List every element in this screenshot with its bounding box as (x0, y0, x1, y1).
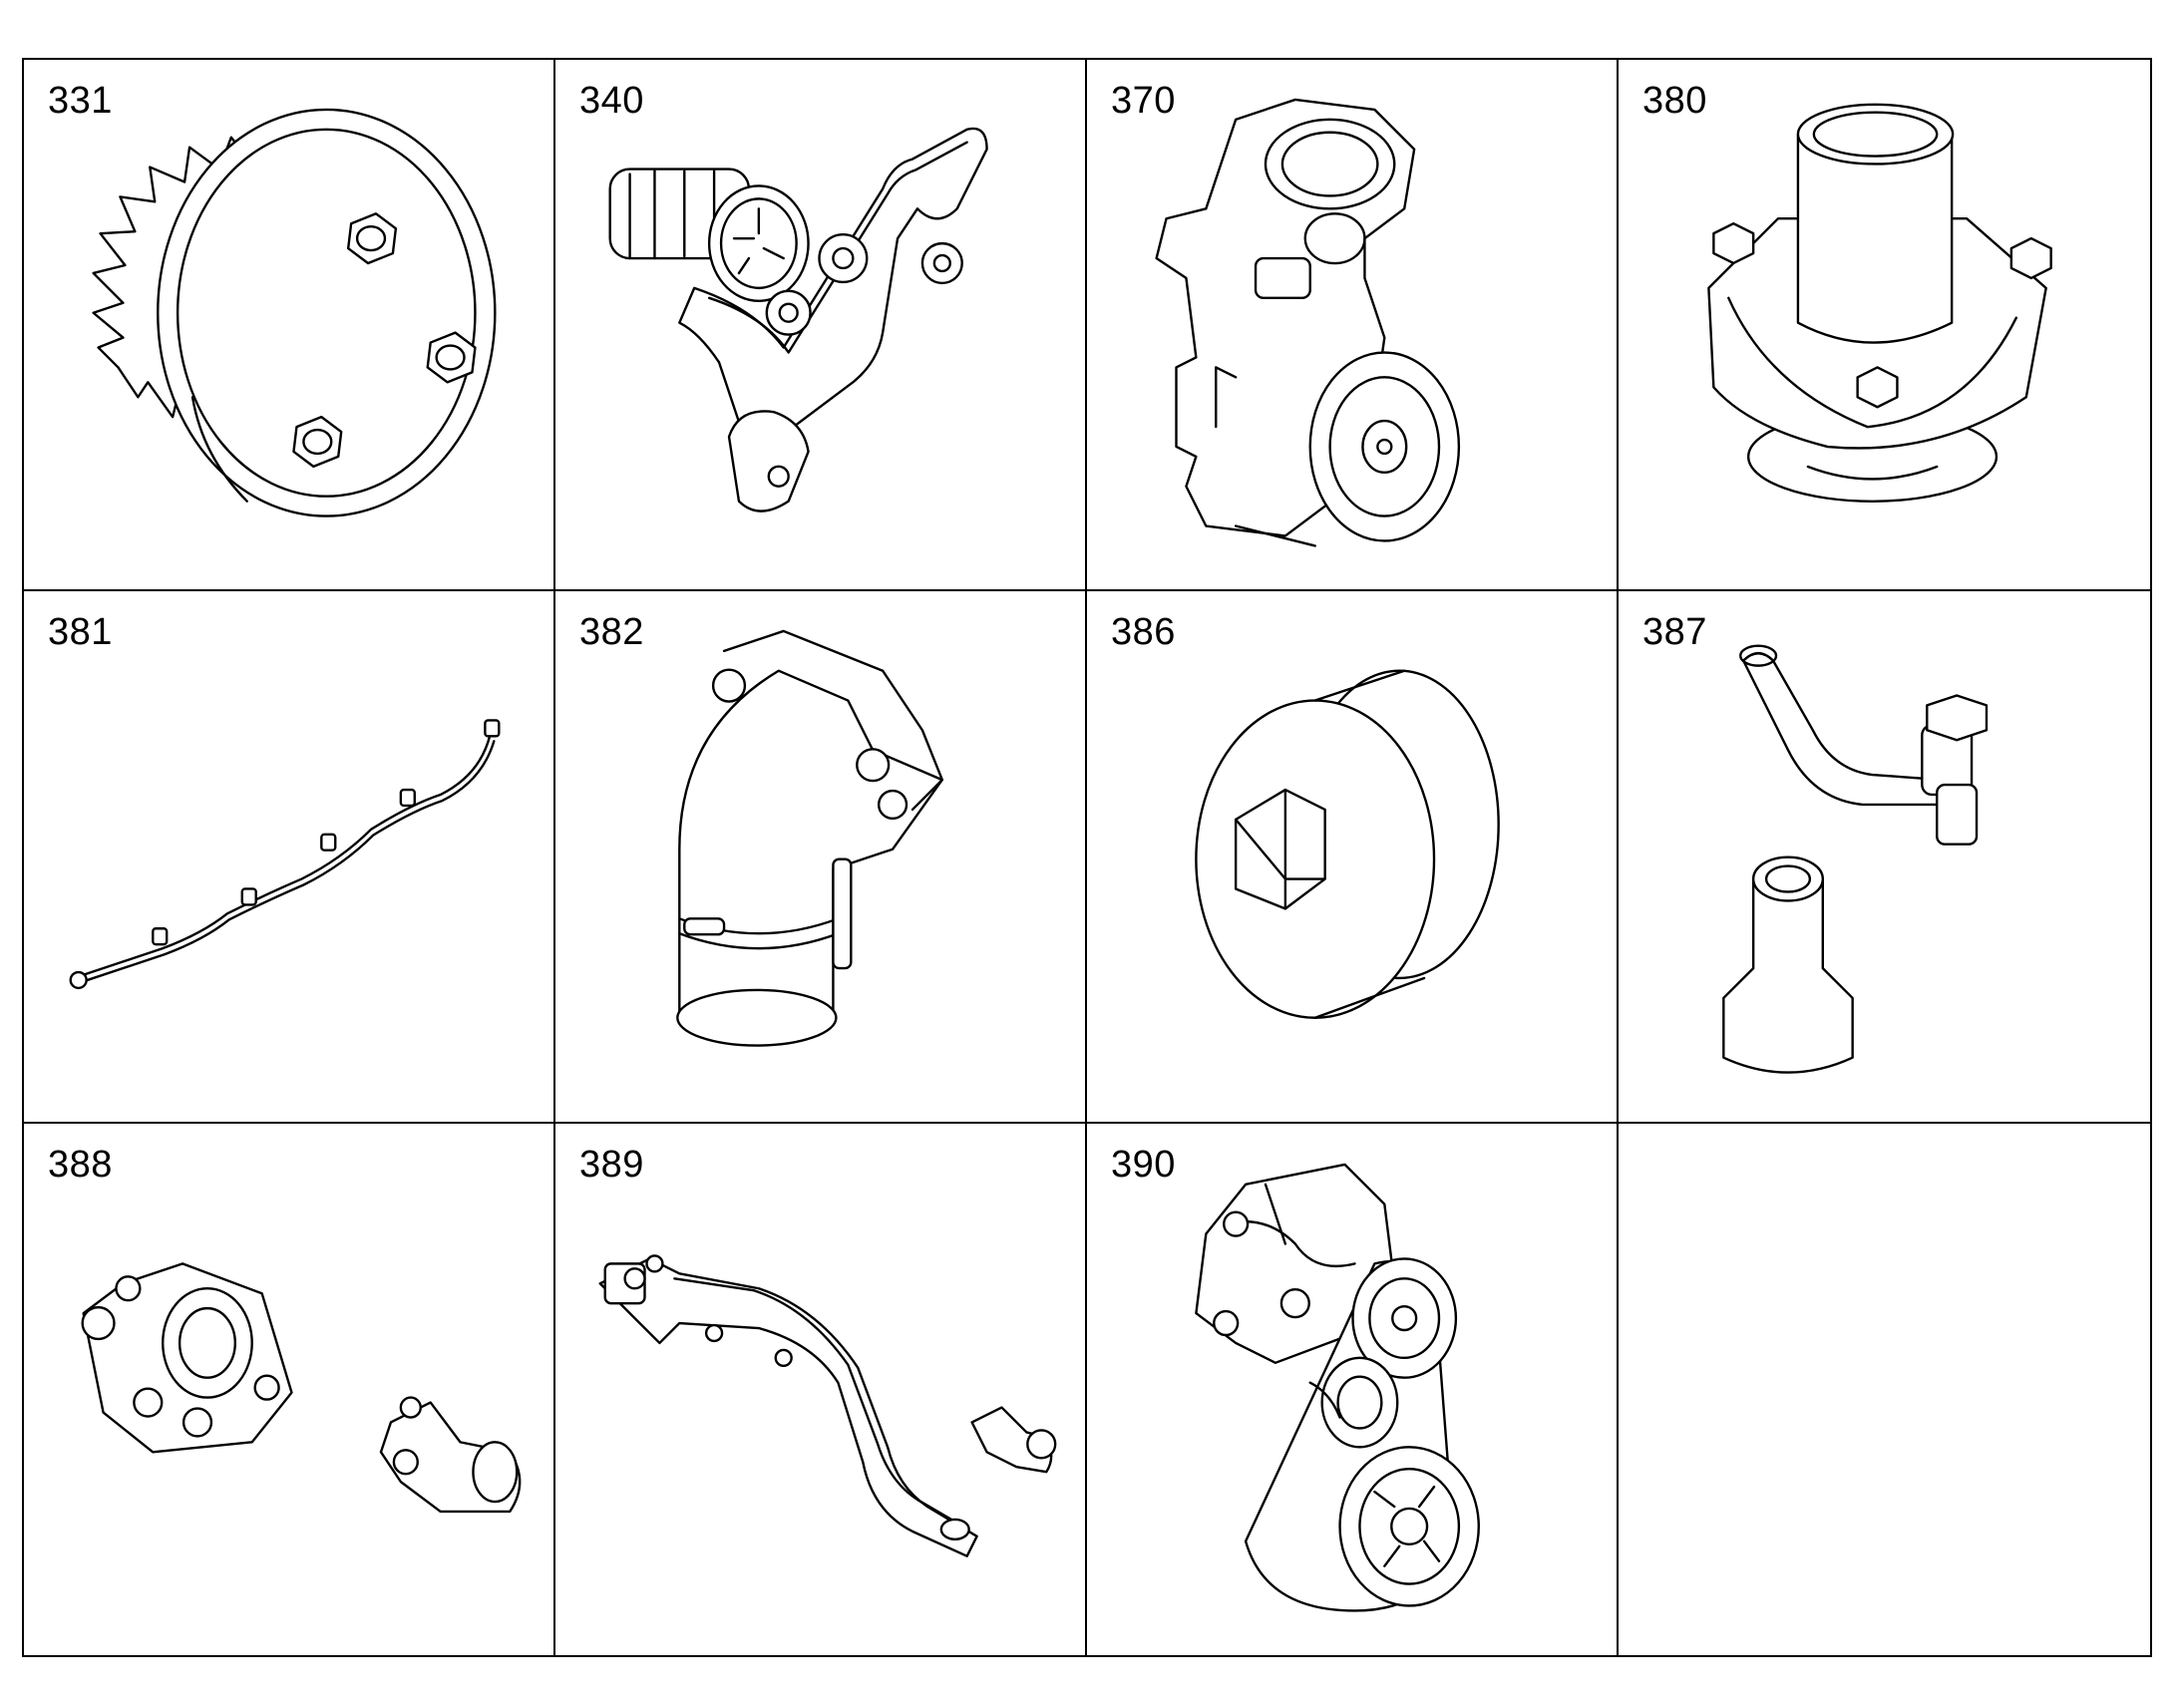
elbow-pipe-icon (676, 630, 944, 1048)
part-cell-389[interactable]: 389 (555, 1123, 1087, 1655)
part-number: 340 (579, 80, 644, 122)
part-number: 381 (48, 611, 113, 654)
part-cell-331[interactable]: 331 (24, 60, 555, 592)
thermostat-housing-icon (1707, 103, 2052, 503)
part-cell-340[interactable]: 340 (555, 60, 1087, 592)
empty-cell (1619, 1124, 2150, 1655)
part-number: 382 (579, 611, 644, 654)
part-cell-387[interactable]: 387 (1619, 591, 2150, 1124)
part-cell-386[interactable]: 386 (1087, 591, 1619, 1124)
coolant-pipe-icon (598, 1253, 1057, 1557)
coolant-housing-icon (81, 1261, 522, 1513)
pipe-fitting-icon (1722, 644, 1989, 1075)
gear-icon (92, 108, 497, 517)
part-cell-381[interactable]: 381 (24, 591, 555, 1124)
part-number: 390 (1111, 1143, 1176, 1186)
parts-grid: 331 (22, 58, 2152, 1657)
part-number: 388 (48, 1143, 113, 1186)
water-pump-housing-icon (1155, 98, 1461, 547)
part-number: 331 (48, 80, 113, 122)
part-cell-382[interactable]: 382 (555, 591, 1087, 1124)
part-cell-380[interactable]: 380 (1619, 60, 2150, 592)
compressor-belt-icon (608, 127, 988, 512)
part-cell-390[interactable]: 390 (1087, 1123, 1619, 1655)
belt-tensioner-bracket-icon (1195, 1163, 1480, 1612)
part-number: 370 (1111, 80, 1176, 122)
bolt-icon (346, 212, 398, 265)
part-cell-370[interactable]: 370 (1087, 60, 1619, 592)
part-number: 387 (1642, 611, 1707, 654)
part-number: 386 (1111, 611, 1176, 654)
hex-plug-icon (1195, 669, 1500, 1020)
part-number: 380 (1642, 80, 1707, 122)
part-cell-388[interactable]: 388 (24, 1123, 555, 1655)
part-number: 389 (579, 1143, 644, 1186)
wire-harness-icon (69, 719, 501, 990)
